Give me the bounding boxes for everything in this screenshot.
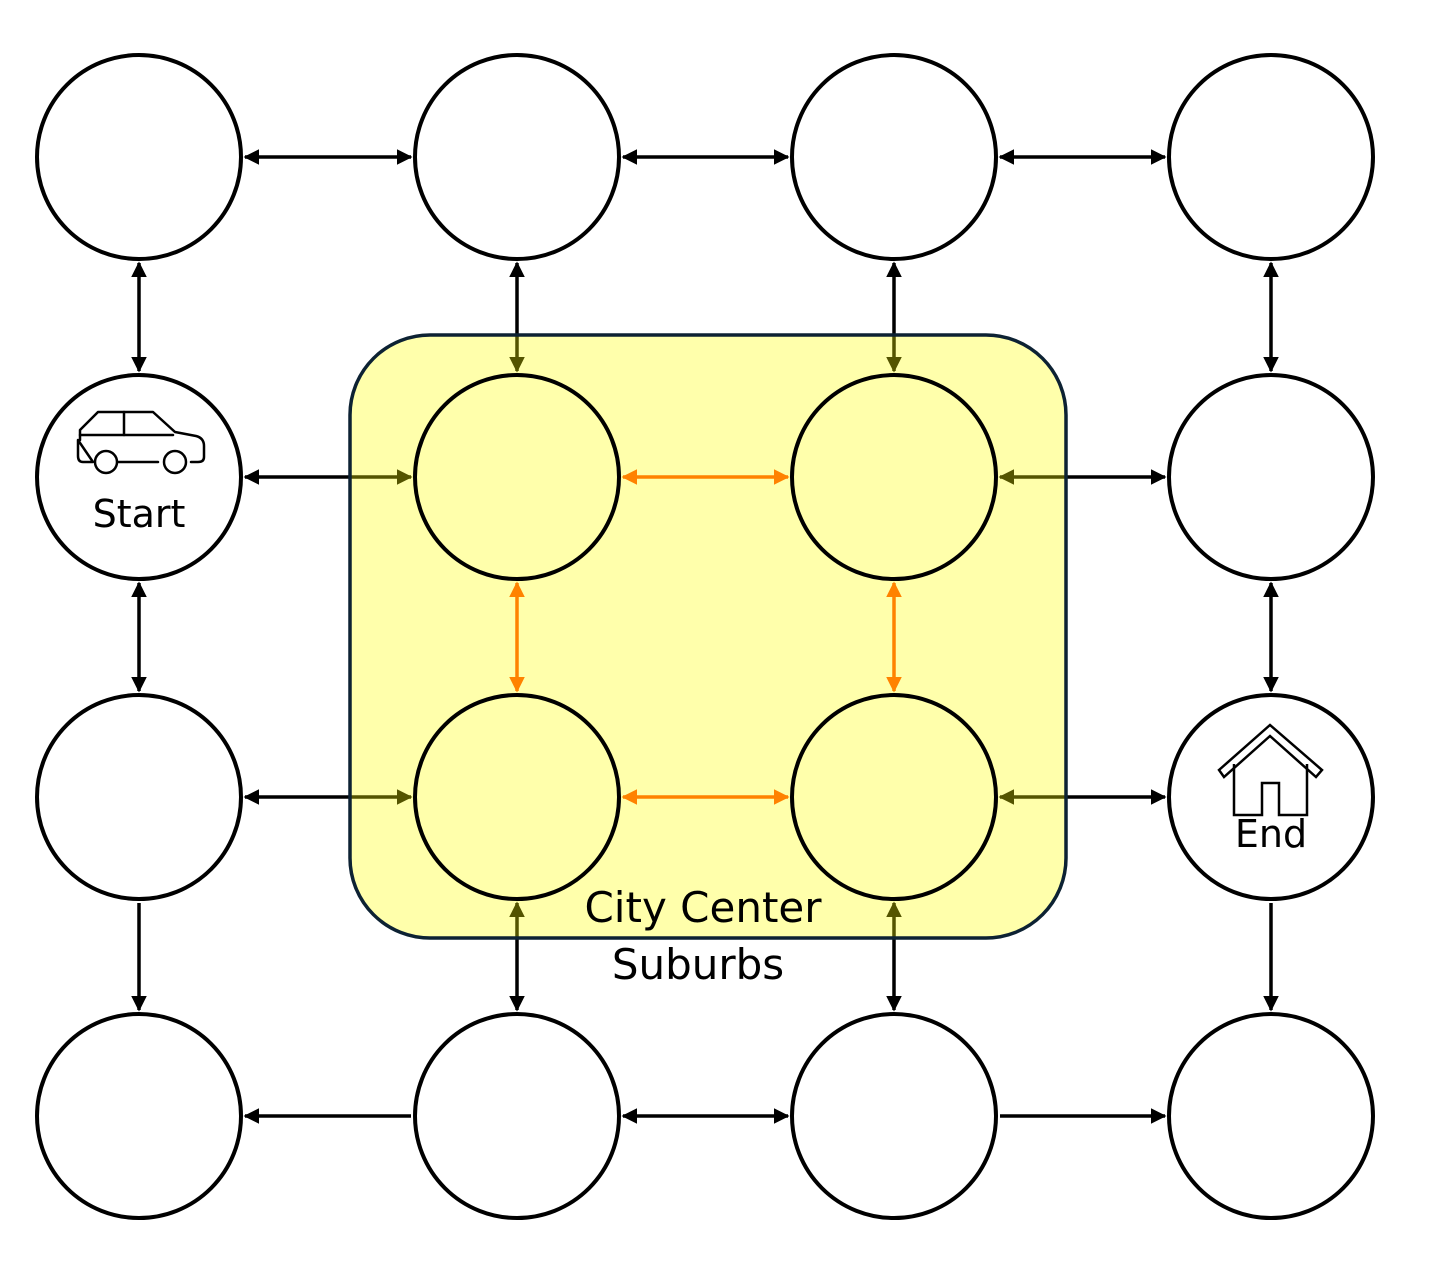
node-r1c0 — [35, 373, 243, 581]
node-r2c1 — [413, 693, 621, 901]
node-r0c2 — [790, 53, 998, 261]
node-label-start: Start — [93, 492, 186, 536]
node-r1c3 — [1167, 373, 1375, 581]
node-label-end: End — [1235, 812, 1307, 856]
node-r2c3 — [1167, 693, 1375, 901]
node-r2c2 — [790, 693, 998, 901]
node-r3c0 — [35, 1012, 243, 1220]
node-r1c2 — [790, 373, 998, 581]
node-r1c1 — [413, 373, 621, 581]
node-r3c3 — [1167, 1012, 1375, 1220]
edges-layer — [131, 149, 1279, 1124]
node-r3c1 — [413, 1012, 621, 1220]
house-icon — [1217, 723, 1324, 817]
node-r2c0 — [35, 693, 243, 901]
node-r3c2 — [790, 1012, 998, 1220]
node-r0c0 — [35, 53, 243, 261]
icons-layer — [76, 410, 1324, 817]
suburbs-label: Suburbs — [612, 940, 784, 989]
nodes-layer — [35, 53, 1375, 1220]
city-center-title: City Center — [584, 883, 822, 932]
car-icon — [76, 410, 206, 475]
node-r0c1 — [413, 53, 621, 261]
city-center-region — [348, 333, 1068, 940]
node-r0c3 — [1167, 53, 1375, 261]
